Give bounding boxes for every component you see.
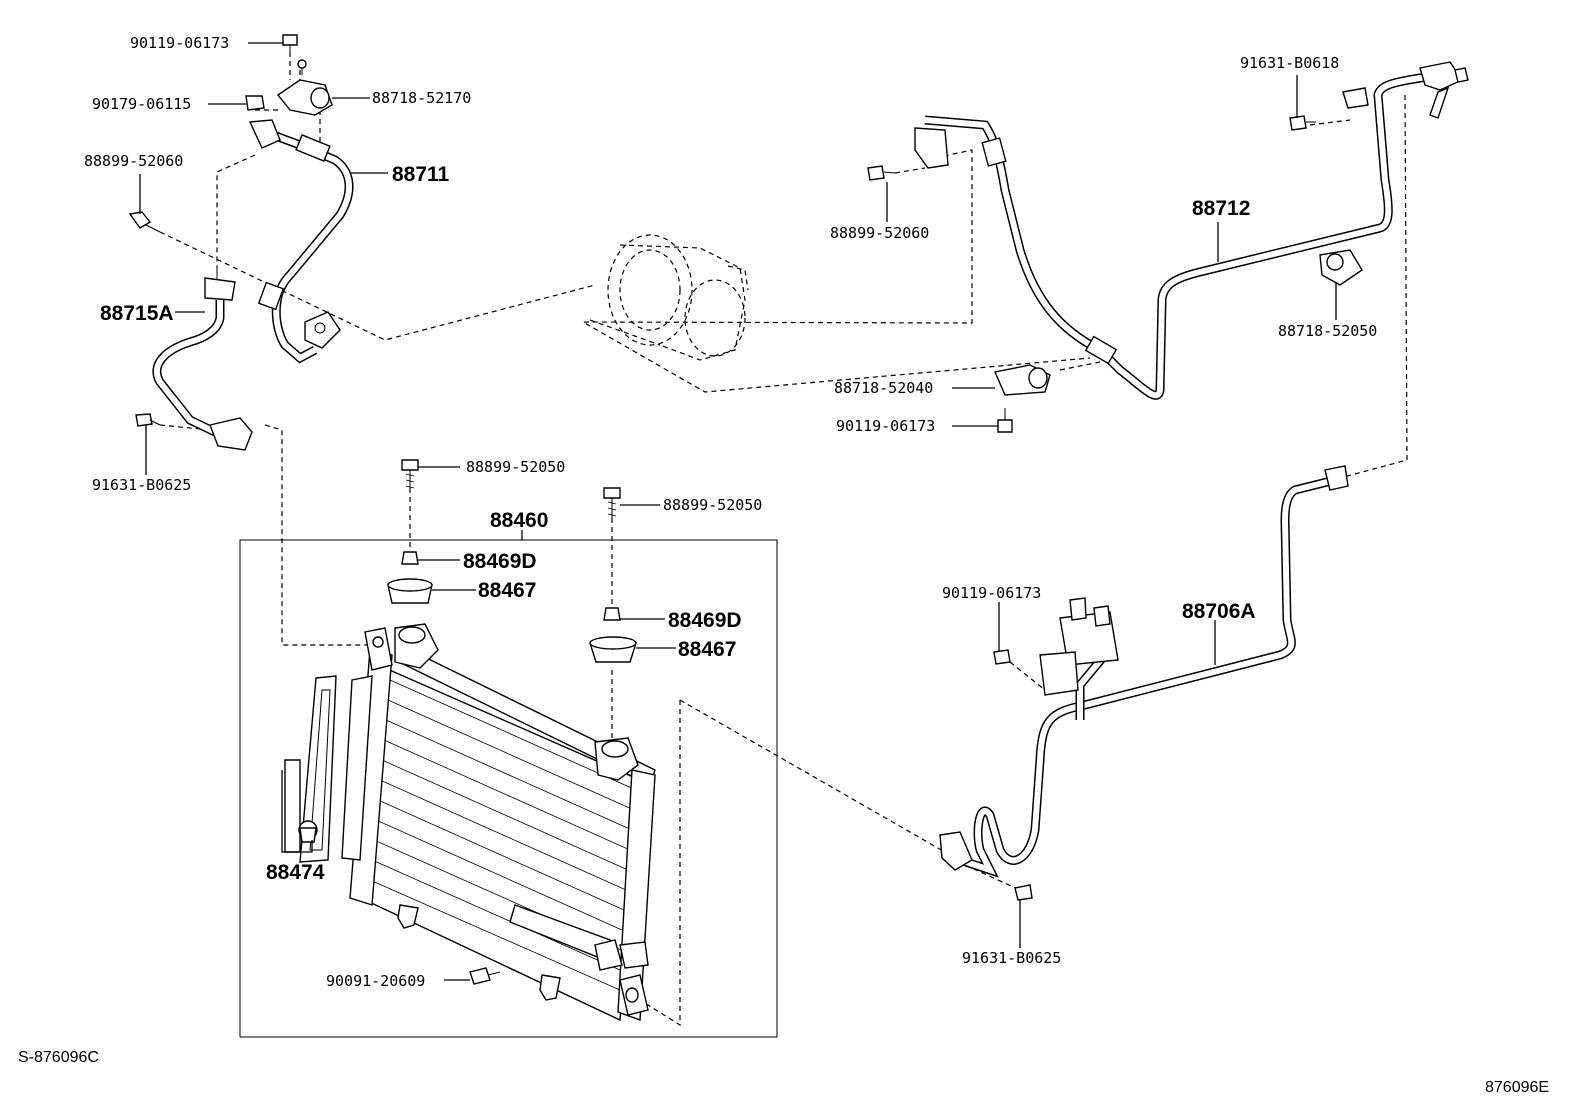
label-91631-b0625-right: 91631-B0625 <box>962 949 1061 967</box>
label-88467-a: 88467 <box>478 579 536 602</box>
alignment-lines <box>159 52 1408 1027</box>
part-labels: 90119-06173 90179-06115 88718-52170 8889… <box>84 34 1377 990</box>
pipe-88712 <box>914 61 1469 400</box>
label-88706a: 88706A <box>1182 600 1256 623</box>
label-88474: 88474 <box>266 861 325 884</box>
seal-88474 <box>281 675 337 863</box>
leader-lines <box>139 42 1337 981</box>
label-90091-20609: 90091-20609 <box>326 972 425 990</box>
label-88899-52050-a: 88899-52050 <box>466 458 565 476</box>
pipe-88711 <box>248 119 354 364</box>
label-90119-06173-low: 90119-06173 <box>942 584 1041 602</box>
label-88469d-b: 88469D <box>668 609 742 632</box>
label-88469d-a: 88469D <box>463 550 537 573</box>
label-90179-06115: 90179-06115 <box>92 95 191 113</box>
label-91631-b0625-left: 91631-B0625 <box>92 476 191 494</box>
label-88718-52050: 88718-52050 <box>1278 322 1377 340</box>
clamps-88712 <box>867 115 1363 433</box>
pipe-88706a <box>939 465 1349 901</box>
label-88718-52040: 88718-52040 <box>834 379 933 397</box>
condenser-88460 <box>239 539 778 1038</box>
label-91631-b0618: 91631-B0618 <box>1240 54 1339 72</box>
clamp-88718-52170 <box>276 79 333 116</box>
label-88715a: 88715A <box>100 302 174 325</box>
label-88899-52060-right: 88899-52060 <box>830 224 929 242</box>
label-88718-52170: 88718-52170 <box>372 89 471 107</box>
pipe-88715a <box>152 268 253 451</box>
condenser-fasteners <box>387 459 637 985</box>
label-88460: 88460 <box>490 509 548 532</box>
label-88712: 88712 <box>1192 197 1250 220</box>
fasteners-upper-left <box>128 34 307 427</box>
label-88899-52060-left: 88899-52060 <box>84 152 183 170</box>
compressor-phantom <box>589 234 749 361</box>
label-90119-06173-top: 90119-06173 <box>130 34 229 52</box>
label-88899-52050-b: 88899-52050 <box>663 496 762 514</box>
footer-left-code: S-876096C <box>18 1049 99 1066</box>
footer-right-code: 876096E <box>1485 1079 1549 1096</box>
label-88711: 88711 <box>392 163 450 186</box>
label-88467-b: 88467 <box>678 638 736 661</box>
label-90119-06173-mid: 90119-06173 <box>836 417 935 435</box>
